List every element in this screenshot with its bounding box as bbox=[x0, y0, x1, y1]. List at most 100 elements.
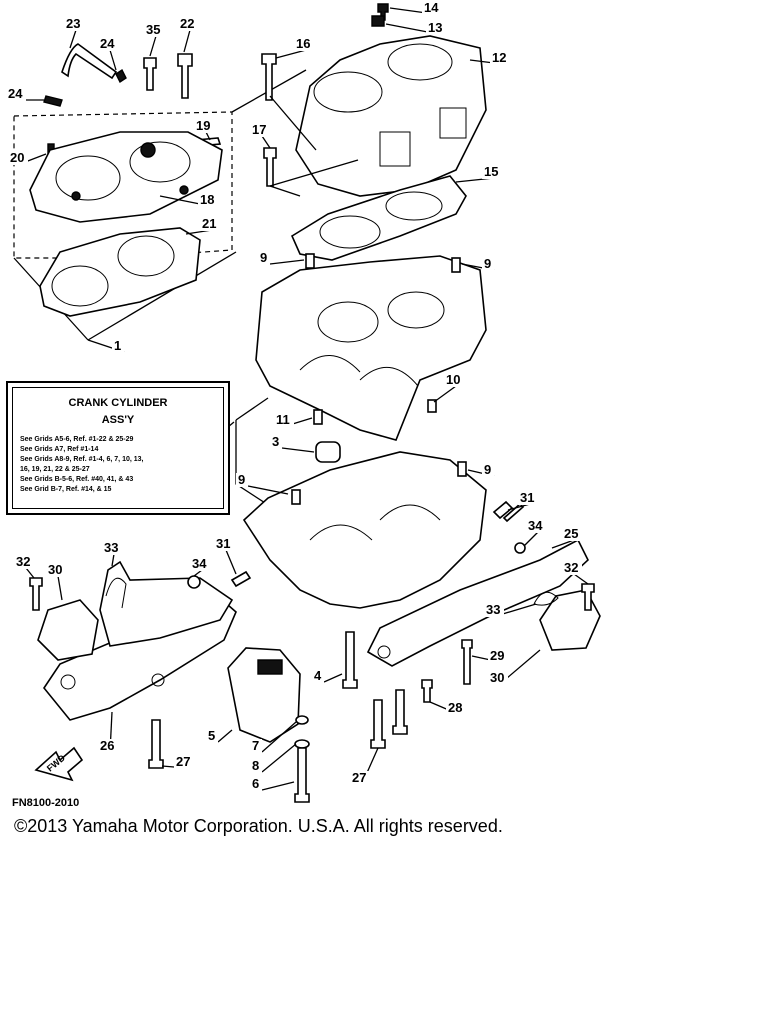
cylinder-12 bbox=[295, 35, 487, 197]
callout-9: 9 bbox=[260, 250, 267, 265]
callout-21: 21 bbox=[202, 216, 216, 231]
callout-bg bbox=[214, 537, 234, 551]
cylinder-bore-2 bbox=[387, 43, 453, 81]
callout-bg bbox=[482, 257, 494, 271]
gasket-21-port-left bbox=[51, 265, 109, 307]
callout-bg bbox=[250, 739, 262, 753]
bracket-13 bbox=[371, 15, 385, 27]
callout-23: 23 bbox=[66, 16, 80, 31]
leader-c33a bbox=[111, 553, 115, 567]
dowel-9c bbox=[291, 489, 301, 505]
gasket-15-bore-1 bbox=[319, 215, 381, 249]
callout-17: 17 bbox=[252, 122, 266, 137]
callout-19: 19 bbox=[196, 118, 210, 133]
bolt-28 bbox=[421, 679, 433, 703]
callout-25: 25 bbox=[564, 526, 578, 541]
cover-port-right bbox=[129, 141, 191, 183]
callout-bg bbox=[174, 755, 194, 769]
washer-34-left bbox=[187, 575, 201, 589]
bolt-32-left bbox=[29, 577, 43, 611]
callout-bg bbox=[422, 1, 442, 15]
subassembly-dashed-outline bbox=[13, 111, 233, 259]
callout-bg bbox=[482, 165, 502, 179]
pin-10 bbox=[427, 399, 437, 413]
callout-8: 8 bbox=[252, 758, 259, 773]
callout-5: 5 bbox=[208, 728, 215, 743]
callout-22: 22 bbox=[180, 16, 194, 31]
leader-c34a bbox=[523, 531, 539, 547]
clip-24-left bbox=[43, 95, 63, 107]
legend-line: 16, 19, 21, 22 & 25-27 bbox=[20, 466, 90, 473]
callout-31: 31 bbox=[216, 536, 230, 551]
callout-29: 29 bbox=[490, 648, 504, 663]
callout-24: 24 bbox=[8, 86, 23, 101]
bolt-17 bbox=[263, 147, 277, 187]
bolt-27-left bbox=[148, 719, 164, 769]
dowel-9a bbox=[305, 253, 315, 269]
exhaust-port-2 bbox=[439, 107, 467, 139]
figure-code: FN8100-2010 bbox=[12, 797, 80, 809]
callout-33: 33 bbox=[486, 602, 500, 617]
bolt-31-left bbox=[230, 570, 252, 588]
leader-c9a bbox=[269, 259, 305, 265]
leader-c17 bbox=[261, 135, 271, 149]
washer-8 bbox=[294, 739, 310, 749]
callout-bg bbox=[484, 603, 504, 617]
callout-bg bbox=[64, 17, 84, 31]
callout-bg bbox=[144, 23, 164, 37]
callout-bg bbox=[350, 771, 370, 785]
dowel-9d bbox=[457, 461, 467, 477]
callout-30: 30 bbox=[48, 562, 62, 577]
bolt-4 bbox=[342, 631, 358, 689]
leader-c30a bbox=[57, 575, 63, 601]
callout-13: 13 bbox=[428, 20, 442, 35]
callout-bg bbox=[98, 739, 118, 753]
callout-18: 18 bbox=[200, 192, 214, 207]
callout-bg bbox=[526, 519, 546, 533]
fitting-35 bbox=[143, 57, 157, 91]
callout-14: 14 bbox=[424, 0, 439, 15]
leader-c31b bbox=[225, 549, 237, 575]
gasket-21 bbox=[39, 227, 201, 317]
callout-bg bbox=[274, 413, 294, 427]
leader-c8 bbox=[261, 743, 297, 773]
callout-9: 9 bbox=[484, 256, 491, 271]
cover-hole bbox=[71, 191, 81, 201]
callout-bg bbox=[98, 37, 118, 51]
leader-c32a bbox=[25, 567, 35, 579]
callout-bg bbox=[426, 21, 446, 35]
leader-c4 bbox=[323, 673, 343, 683]
callout-35: 35 bbox=[146, 22, 160, 37]
callout-9: 9 bbox=[484, 462, 491, 477]
legend-line: See Grids B-5-6, Ref. #40, 41, & 43 bbox=[20, 476, 134, 483]
gasket-15 bbox=[290, 175, 467, 261]
clip-33-left bbox=[105, 577, 127, 609]
callout-layer: 2324352224192018211141312161715991011239… bbox=[6, 0, 589, 791]
copyright-notice: ©2013 Yamaha Motor Corporation. U.S.A. A… bbox=[14, 816, 503, 836]
callout-bg bbox=[112, 339, 124, 353]
legend-subtitle: ASS'Y bbox=[101, 414, 135, 426]
callout-bg bbox=[250, 123, 270, 137]
callout-12: 12 bbox=[492, 50, 506, 65]
leader-c10 bbox=[433, 385, 457, 403]
callout-24: 24 bbox=[100, 36, 115, 51]
mount-hole-2 bbox=[151, 673, 165, 687]
callout-27: 27 bbox=[352, 770, 366, 785]
leader-17 bbox=[269, 185, 301, 197]
legend-lines: See Grids A5-6, Ref. #1-22 & 25-29 See G… bbox=[20, 435, 222, 495]
mount-5-cushion bbox=[257, 659, 283, 675]
callout-bg bbox=[102, 541, 122, 555]
callout-28: 28 bbox=[448, 700, 462, 715]
mount-bracket-25 bbox=[366, 538, 589, 667]
pin-11 bbox=[313, 409, 323, 425]
callout-bg bbox=[294, 37, 314, 51]
callout-bg bbox=[236, 473, 248, 487]
bushing-3 bbox=[315, 441, 341, 463]
cover-boss bbox=[140, 142, 156, 158]
callout-bg bbox=[490, 51, 510, 65]
bolt-27-center-a bbox=[370, 699, 386, 749]
callout-bg bbox=[194, 119, 214, 133]
legend-inner-border bbox=[12, 387, 224, 509]
gasket-21-port-right bbox=[117, 235, 175, 277]
callout-bg bbox=[14, 555, 34, 569]
